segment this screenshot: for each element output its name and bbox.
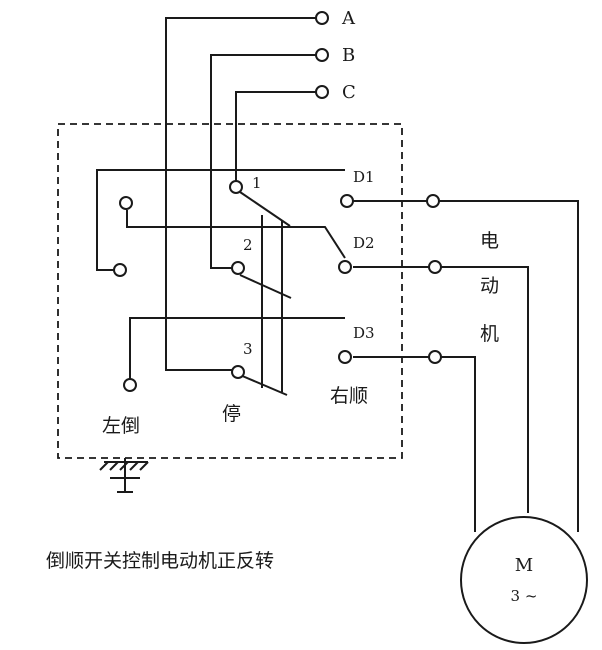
output-terminal-2 (428, 260, 442, 274)
label-stop: 停 (222, 403, 241, 425)
label-motor-char-3: 机 (480, 323, 499, 345)
label-motor-char-1: 电 (480, 230, 499, 252)
motor-circle (460, 516, 588, 644)
diagram-caption: 倒顺开关控制电动机正反转 (46, 550, 274, 572)
wire-d1-to-motor (353, 200, 579, 532)
ground-hatch (99, 461, 149, 471)
terminal-a (315, 11, 329, 25)
terminal-d1 (340, 194, 354, 208)
contact-left-mid (113, 263, 127, 277)
wire-phase-b (210, 54, 320, 269)
wire-left-contact-to-d2 (126, 210, 346, 259)
label-phase-a: A (341, 8, 356, 29)
wire-d1-to-left-contact (96, 169, 345, 271)
terminal-b (315, 48, 329, 62)
label-left-reverse: 左倒 (102, 415, 140, 437)
label-pos2: 2 (243, 236, 253, 254)
terminal-c (315, 85, 329, 99)
contact-pos1 (229, 180, 243, 194)
output-terminal-3 (428, 350, 442, 364)
label-pos3: 3 (243, 340, 253, 358)
wire-d2-to-motor (353, 266, 529, 513)
contact-left-top (119, 196, 133, 210)
label-phase-c: C (342, 82, 356, 103)
wire-phase-c (235, 91, 320, 185)
terminal-d3 (338, 350, 352, 364)
switch-blade-3 (239, 374, 288, 396)
wire-d3-to-left-contact (129, 317, 345, 385)
switch-enclosure (57, 123, 403, 459)
wire-d3-to-motor (353, 356, 476, 532)
contact-pos3 (231, 365, 245, 379)
label-d1: D1 (353, 168, 375, 186)
output-terminal-1 (426, 194, 440, 208)
label-right-forward: 右顺 (330, 385, 368, 407)
contact-left-bottom (123, 378, 137, 392)
label-phase-b: B (342, 45, 355, 66)
label-pos1: 1 (252, 174, 262, 192)
motor-letter: M (515, 555, 533, 576)
switch-blade-2 (239, 274, 292, 299)
contact-pos2 (231, 261, 245, 275)
motor-phase: 3 ~ (511, 587, 538, 605)
terminal-d2 (338, 260, 352, 274)
wire-phase-a (165, 17, 320, 371)
label-d3: D3 (353, 324, 375, 342)
label-motor-char-2: 动 (480, 275, 499, 297)
label-d2: D2 (353, 234, 375, 252)
